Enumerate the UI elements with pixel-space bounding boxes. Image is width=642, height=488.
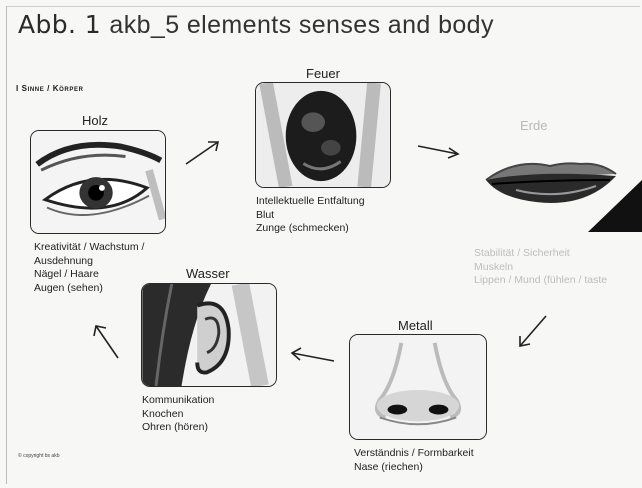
eye-icon	[31, 131, 165, 233]
desc-line: Stabilität / Sicherheit	[474, 247, 607, 261]
nose-image	[349, 334, 487, 440]
lips-image	[476, 140, 642, 232]
arrow-metall-to-wasser	[286, 345, 338, 367]
desc-line: Knochen	[142, 408, 214, 422]
element-label-metall: Metall	[398, 318, 433, 333]
desc-line: Intellektuelle Entfaltung	[256, 195, 365, 209]
title-prefix: Abb. 1	[18, 10, 101, 39]
description-wasser: Kommunikation Knochen Ohren (hören)	[142, 394, 214, 435]
desc-line: Ohren (hören)	[142, 421, 214, 435]
arrow-erde-to-metall	[514, 312, 550, 352]
element-label-wasser: Wasser	[186, 266, 230, 281]
title-text: akb_5 elements senses and body	[109, 11, 493, 39]
desc-line: Blut	[256, 209, 365, 223]
element-label-feuer: Feuer	[306, 66, 340, 81]
description-metall: Verständnis / Formbarkeit Nase (riechen)	[354, 447, 474, 474]
page-title: Abb. 1 akb_5 elements senses and body	[18, 10, 494, 40]
element-label-erde: Erde	[520, 118, 547, 133]
desc-line: Kommunikation	[142, 394, 214, 408]
element-label-holz: Holz	[82, 113, 108, 128]
description-holz: Kreativität / Wachstum / Ausdehnung Näge…	[34, 241, 144, 295]
desc-line: Nägel / Haare	[34, 268, 144, 282]
ear-icon	[142, 284, 276, 386]
description-erde: Stabilität / Sicherheit Muskeln Lippen /…	[474, 247, 607, 288]
desc-line: Zunge (schmecken)	[256, 222, 365, 236]
desc-line: Muskeln	[474, 261, 607, 275]
desc-line: Lippen / Mund (fühlen / taste	[474, 274, 607, 288]
arrow-feuer-to-erde	[414, 140, 464, 162]
description-feuer: Intellektuelle Entfaltung Blut Zunge (sc…	[256, 195, 365, 236]
arrow-holz-to-feuer	[180, 136, 224, 170]
desc-line: Verständnis / Formbarkeit	[354, 447, 474, 461]
ear-image	[141, 283, 277, 387]
section-label: I Sinne / Körper	[16, 84, 84, 93]
arrow-wasser-to-holz	[88, 320, 124, 362]
desc-line: Augen (sehen)	[34, 282, 144, 296]
eye-image	[30, 130, 166, 234]
tongue-icon	[256, 83, 390, 187]
desc-line: Kreativität / Wachstum /	[34, 241, 144, 255]
copyright-note: © copyright bs akb	[18, 453, 59, 459]
nose-icon	[350, 335, 486, 439]
tongue-image	[255, 82, 391, 188]
lips-icon	[476, 140, 642, 232]
desc-line: Ausdehnung	[34, 255, 144, 269]
desc-line: Nase (riechen)	[354, 461, 474, 475]
